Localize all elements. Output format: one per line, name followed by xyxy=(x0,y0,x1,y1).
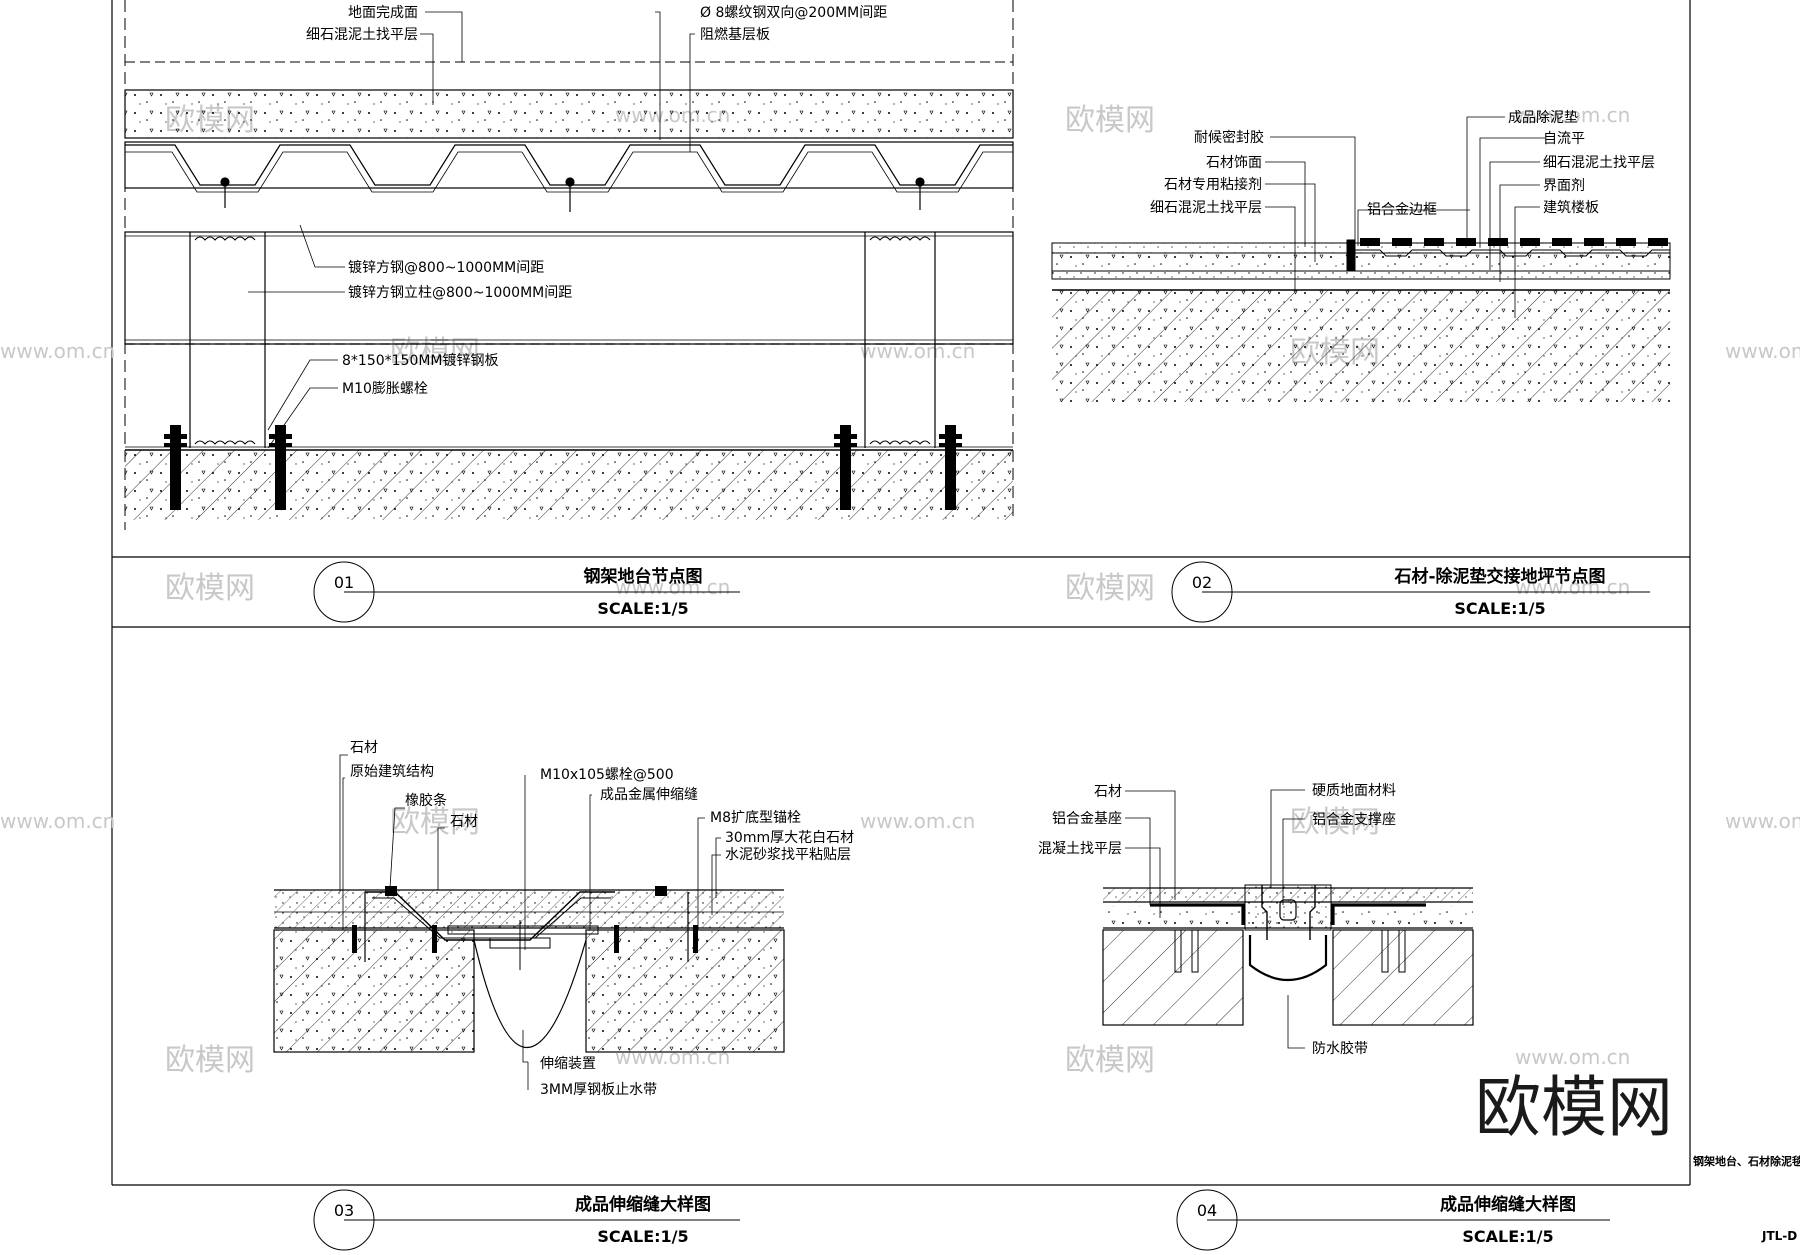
label: 混凝土找平层 xyxy=(1038,841,1122,857)
watermark-url: www.om.cn xyxy=(860,809,975,833)
title-block-04: 04 成品伸缩缝大样图 SCALE:1/5 xyxy=(1176,1189,1610,1251)
label: 原始建筑结构 xyxy=(350,764,434,780)
brand-logo: 欧模网 xyxy=(1475,1069,1673,1146)
watermark-brand: 欧模网 xyxy=(1065,103,1155,138)
label: 细石混泥土找平层 xyxy=(1543,155,1655,171)
label: M10膨胀螺栓 xyxy=(342,380,428,397)
detail-title: 成品伸缩缝大样图 xyxy=(1440,1194,1576,1215)
detail-02-labels: 耐候密封胶 石材饰面 石材专用粘接剂 细石混泥土找平层 铝合金边框 成品除泥垫 … xyxy=(1150,110,1655,218)
label: 铝合金边框 xyxy=(1367,202,1437,218)
label: 细石混泥土找平层 xyxy=(1150,200,1262,216)
detail-title: 钢架地台节点图 xyxy=(584,566,703,587)
label: 水泥砂浆找平粘贴层 xyxy=(725,847,851,863)
detail-number: 02 xyxy=(1192,573,1212,592)
detail-number: 01 xyxy=(334,573,354,592)
label: 阻燃基层板 xyxy=(700,26,770,43)
title-block-03: 03 成品伸缩缝大样图 SCALE:1/5 xyxy=(313,1189,740,1251)
label: 3MM厚钢板止水带 xyxy=(540,1082,657,1098)
sheet-code: JTL-D xyxy=(1761,1229,1797,1243)
detail-number: 03 xyxy=(334,1201,354,1220)
label: 防水胶带 xyxy=(1312,1040,1368,1057)
watermark-url: www.om.cn xyxy=(860,339,975,363)
detail-scale: SCALE:1/5 xyxy=(597,599,688,618)
label: 石材 xyxy=(350,740,378,756)
label: 铝合金基座 xyxy=(1052,810,1122,827)
sheet-side-note: 钢架地台、石材除泥毯、 xyxy=(1693,1154,1800,1168)
detail-scale: SCALE:1/5 xyxy=(1454,599,1545,618)
label: 石材专用粘接剂 xyxy=(1164,176,1262,193)
label: 铝合金支撑座 xyxy=(1312,812,1396,828)
watermark-url: www.om.cn xyxy=(0,339,115,363)
label: 细石混泥土找平层 xyxy=(306,27,418,43)
watermark-brand: 欧模网 xyxy=(390,805,480,840)
watermark-brand: 欧模网 xyxy=(1290,805,1380,840)
label: 镀锌方钢@800~1000MM间距 xyxy=(348,259,544,276)
label: 地面完成面 xyxy=(348,5,418,21)
label: 8*150*150MM镀锌钢板 xyxy=(342,352,499,369)
label: 橡胶条 xyxy=(405,792,447,809)
watermark-url: www.om.cn xyxy=(615,575,730,599)
detail-title: 石材-除泥垫交接地坪节点图 xyxy=(1393,566,1605,587)
detail-01-labels: 地面完成面 细石混泥土找平层 Ø 8螺纹钢双向@200MM间距 阻燃基层板 镀锌… xyxy=(306,5,887,397)
label: 伸缩装置 xyxy=(540,1056,596,1072)
detail-03-drawing xyxy=(273,754,785,1090)
label: 成品金属伸缩缝 xyxy=(600,787,698,803)
detail-04-labels: 石材 铝合金基座 混凝土找平层 硬质地面材料 铝合金支撑座 防水胶带 xyxy=(1038,783,1396,1057)
detail-04-drawing xyxy=(1102,789,1474,1049)
watermark-url: www.om.cn xyxy=(1515,575,1630,599)
label: 30mm厚大花白石材 xyxy=(725,830,854,846)
label: 界面剂 xyxy=(1543,178,1585,194)
label: 建筑楼板 xyxy=(1543,200,1599,216)
label: M10x105螺栓@500 xyxy=(540,767,674,783)
watermark-brand: 欧模网 xyxy=(1065,1043,1155,1078)
label: Ø 8螺纹钢双向@200MM间距 xyxy=(700,5,887,21)
watermark-url: www.om.cn xyxy=(0,809,115,833)
detail-scale: SCALE:1/5 xyxy=(597,1227,688,1246)
title-block-02: 02 石材-除泥垫交接地坪节点图 SCALE:1/5 xyxy=(1171,561,1650,623)
label: 石材 xyxy=(1094,784,1122,800)
label: 石材饰面 xyxy=(1206,155,1262,171)
watermark-brand: 欧模网 xyxy=(1065,571,1155,606)
watermark-brand: 欧模网 xyxy=(390,335,480,370)
watermark-brand: 欧模网 xyxy=(165,1043,255,1078)
detail-03-labels: 石材 原始建筑结构 橡胶条 石材 M10x105螺栓@500 成品金属伸缩缝 M… xyxy=(350,740,854,1098)
label: 石材 xyxy=(450,814,478,830)
watermark-brand: 欧模网 xyxy=(165,571,255,606)
detail-02-drawing xyxy=(1051,116,1671,402)
label: M8扩底型锚栓 xyxy=(710,810,801,826)
label: 硬质地面材料 xyxy=(1312,783,1396,799)
sheet-frame xyxy=(111,0,1691,1186)
watermark-url: www.om.cn xyxy=(1725,339,1800,363)
watermark-url: www.om.cn xyxy=(1515,1045,1630,1069)
detail-01-drawing xyxy=(124,0,1014,530)
detail-number: 04 xyxy=(1197,1201,1217,1220)
label: 成品除泥垫 xyxy=(1508,110,1578,126)
label: 耐候密封胶 xyxy=(1194,129,1264,146)
watermark-url: www.om.cn xyxy=(1515,103,1630,127)
title-block-01: 01 钢架地台节点图 SCALE:1/5 xyxy=(313,561,740,623)
label: 自流平 xyxy=(1543,131,1585,147)
watermark-url: www.om.cn xyxy=(1725,809,1800,833)
label: 镀锌方钢立柱@800~1000MM间距 xyxy=(348,284,572,301)
detail-title: 成品伸缩缝大样图 xyxy=(575,1194,711,1215)
detail-scale: SCALE:1/5 xyxy=(1462,1227,1553,1246)
